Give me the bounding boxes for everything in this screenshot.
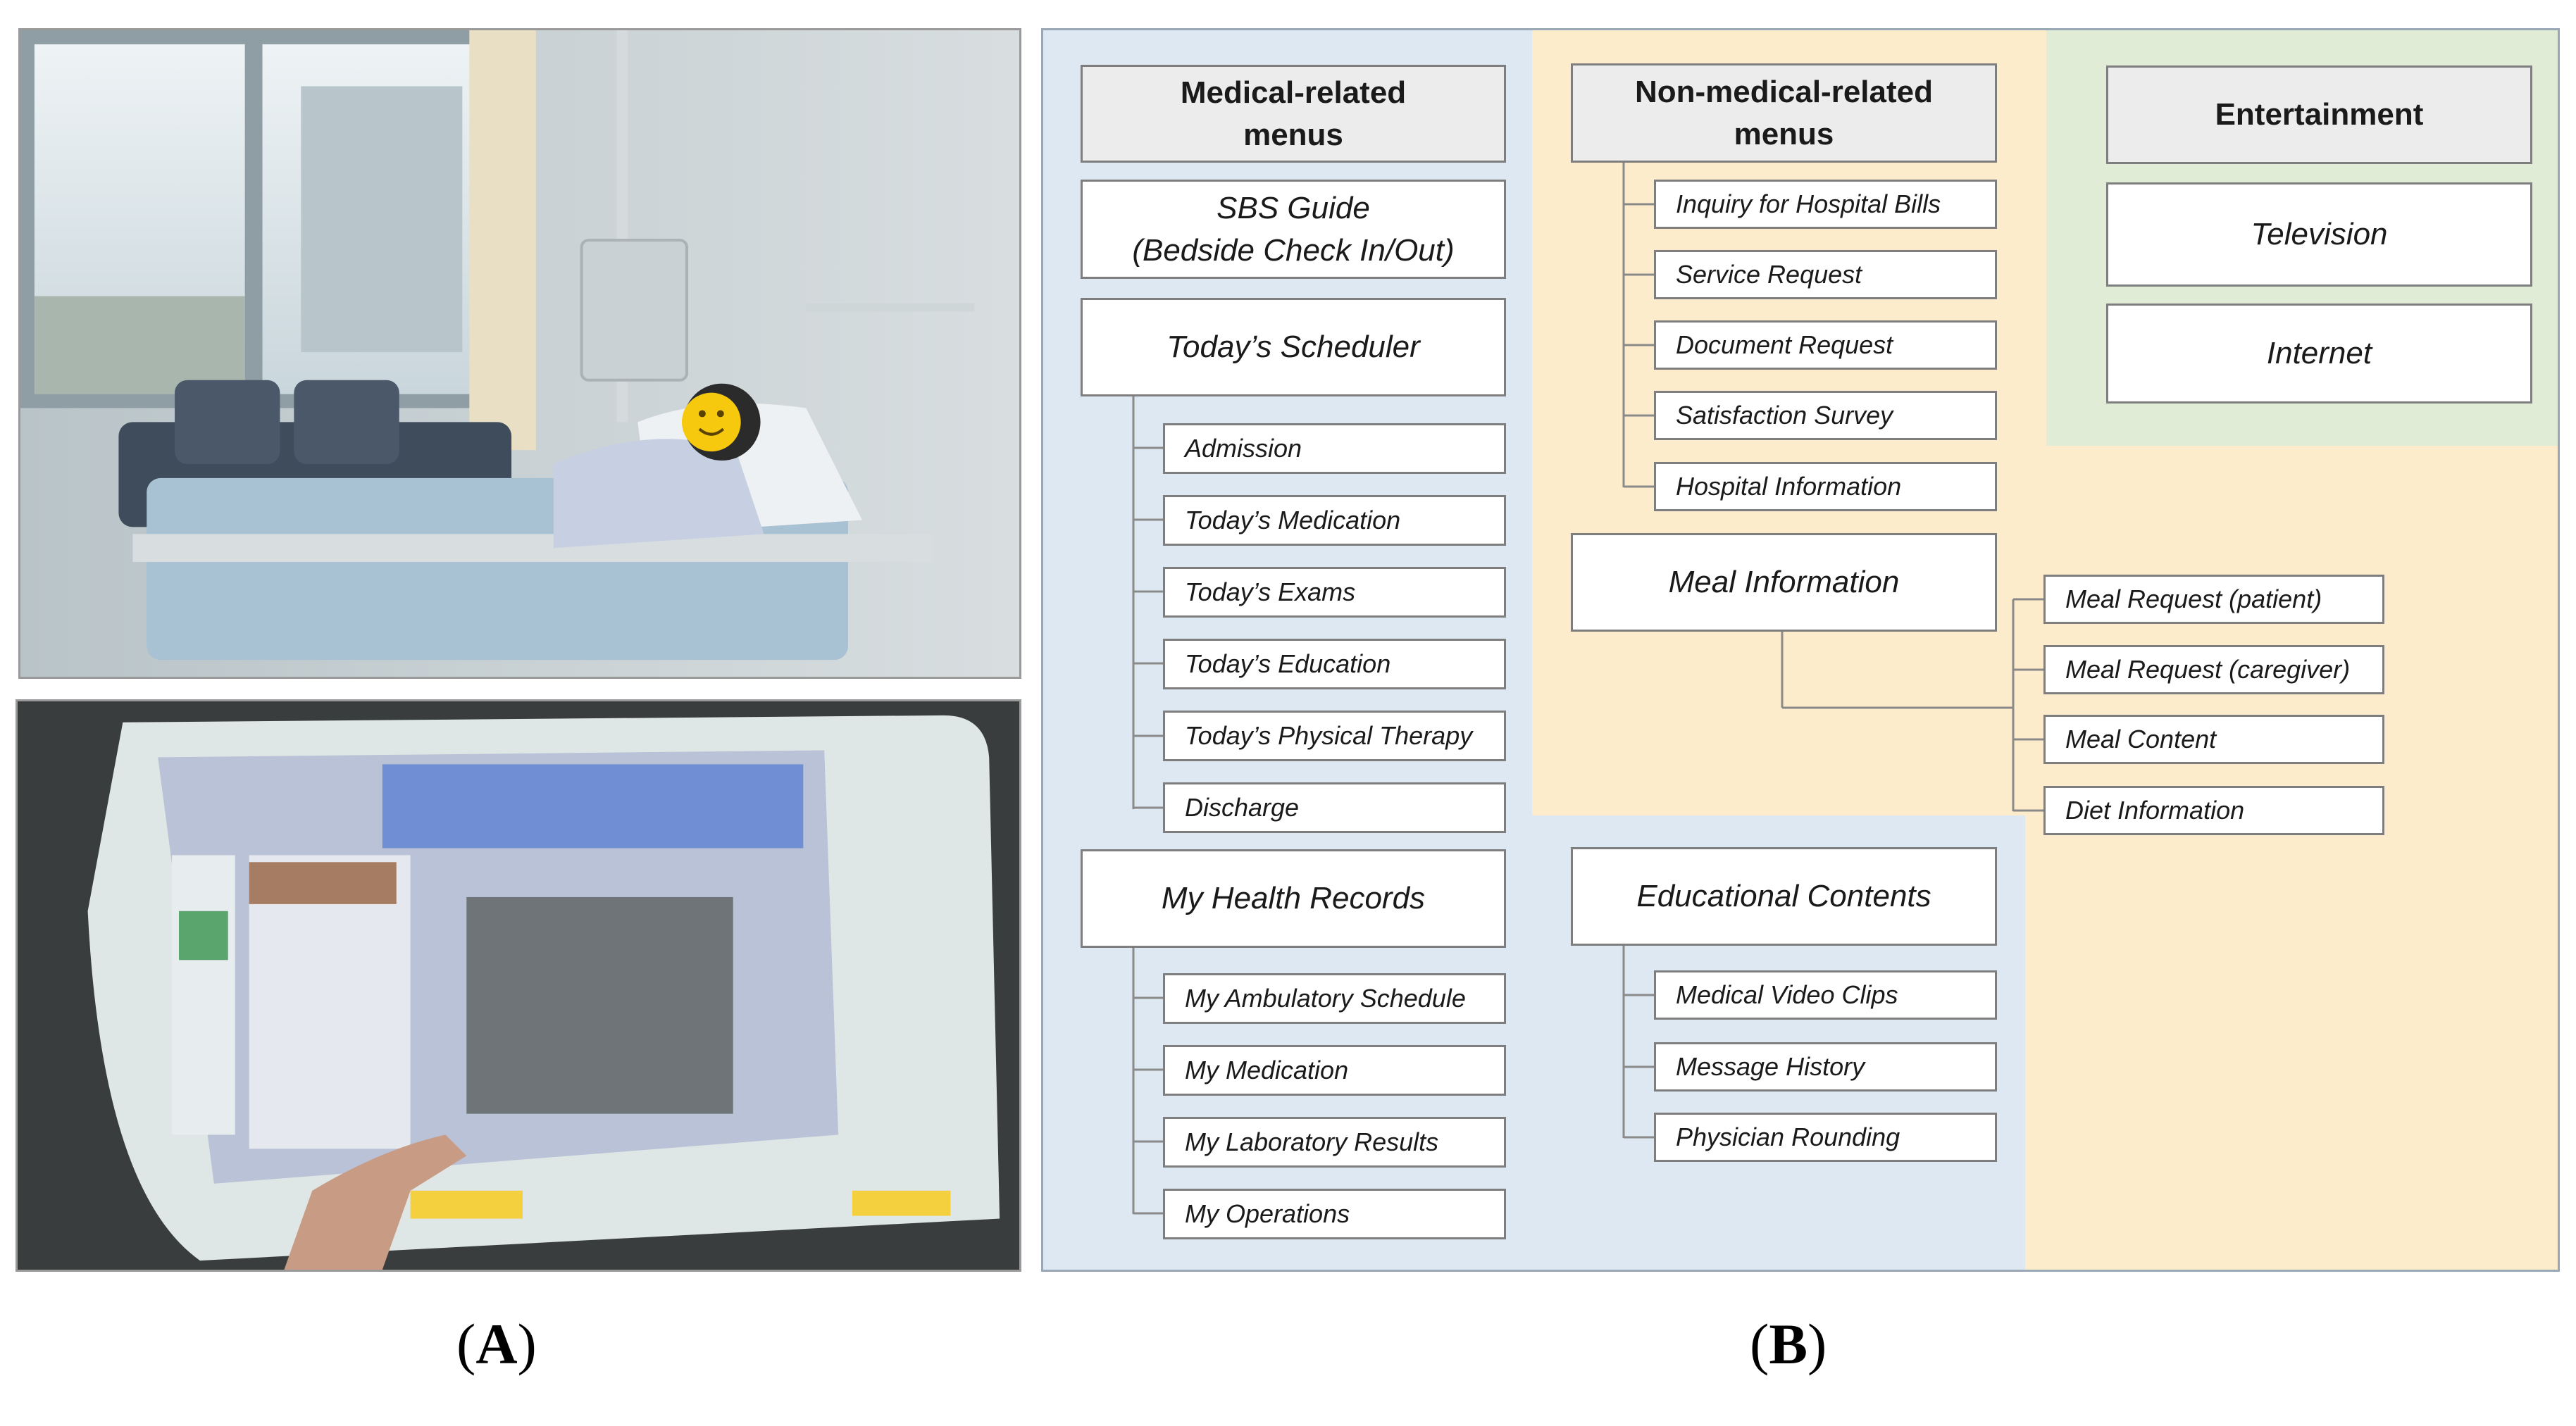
menu-item-discharge: Discharge	[1163, 782, 1506, 833]
menu-todays-scheduler: Today’s Scheduler	[1081, 298, 1506, 396]
menu-meal-information: Meal Information	[1571, 533, 1997, 632]
menu-item-meal-request-patient: Meal Request (patient)	[2043, 575, 2384, 624]
menu-item-inquiry-hospital-bills: Inquiry for Hospital Bills	[1654, 180, 1997, 229]
bedside-tablet-photo	[15, 699, 1021, 1272]
menu-item-hospital-information: Hospital Information	[1654, 462, 1997, 511]
panel-label-a: (A)	[456, 1312, 537, 1376]
menu-item-my-medication: My Medication	[1163, 1045, 1506, 1096]
menu-television: Television	[2106, 182, 2532, 287]
menu-item-todays-exams: Today’s Exams	[1163, 567, 1506, 618]
menu-item-satisfaction-survey: Satisfaction Survey	[1654, 391, 1997, 440]
menu-my-health-records: My Health Records	[1081, 849, 1506, 948]
tree-connectors	[1132, 163, 2043, 1215]
menu-item-meal-request-caregiver: Meal Request (caregiver)	[2043, 645, 2384, 694]
menu-item-document-request: Document Request	[1654, 320, 1997, 370]
menu-item-message-history: Message History	[1654, 1042, 1997, 1092]
hospital-room-photo	[18, 28, 1021, 679]
menu-item-admission: Admission	[1163, 423, 1506, 474]
menu-educational-contents: Educational Contents	[1571, 847, 1997, 946]
menu-item-service-request: Service Request	[1654, 250, 1997, 299]
menu-item-my-laboratory-results: My Laboratory Results	[1163, 1117, 1506, 1168]
menu-item-todays-medication: Today’s Medication	[1163, 495, 1506, 546]
menu-sbs-guide: SBS Guide(Bedside Check In/Out)	[1081, 180, 1506, 279]
menu-item-medical-video-clips: Medical Video Clips	[1654, 970, 1997, 1020]
entertainment-header: Entertainment	[2106, 65, 2532, 164]
menu-item-todays-education: Today’s Education	[1163, 639, 1506, 689]
menu-item-physician-rounding: Physician Rounding	[1654, 1113, 1997, 1162]
menu-item-diet-information: Diet Information	[2043, 786, 2384, 835]
menu-item-meal-content: Meal Content	[2043, 715, 2384, 764]
panel-label-b: (B)	[1750, 1312, 1827, 1376]
menu-item-my-operations: My Operations	[1163, 1189, 1506, 1239]
menu-item-my-ambulatory-schedule: My Ambulatory Schedule	[1163, 973, 1506, 1024]
menu-internet: Internet	[2106, 304, 2532, 404]
menu-item-todays-physical-therapy: Today’s Physical Therapy	[1163, 711, 1506, 761]
